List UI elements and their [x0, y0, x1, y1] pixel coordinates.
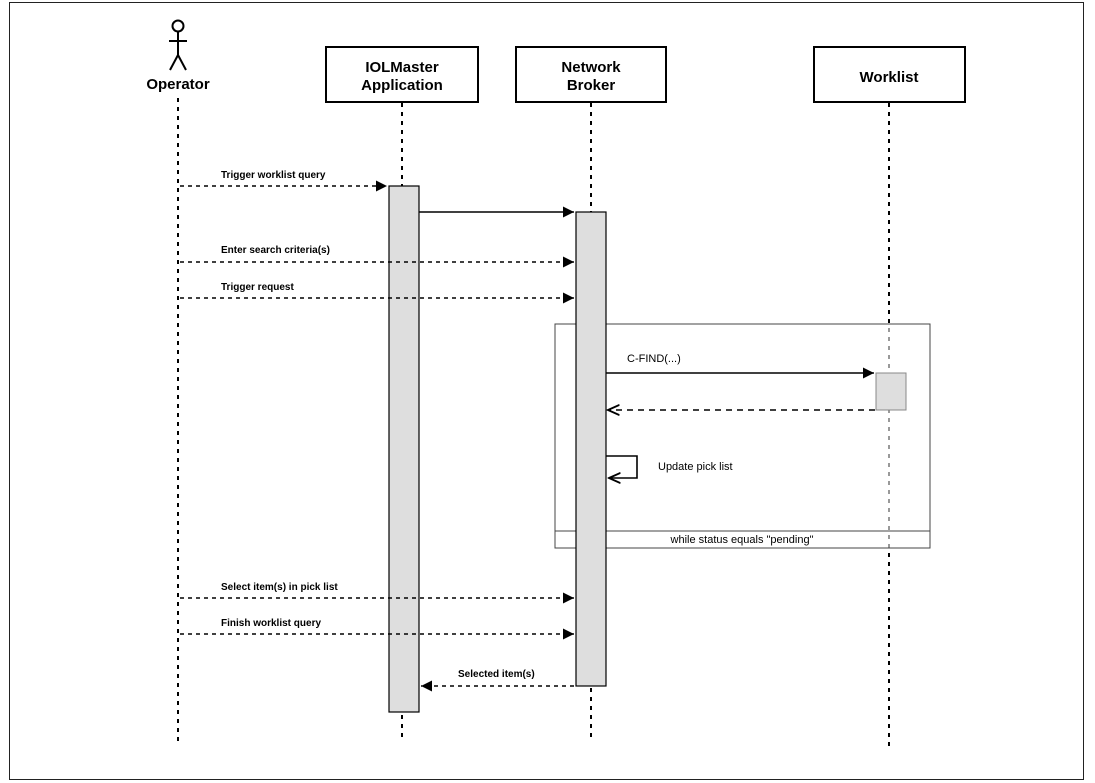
message-selected-items: Selected item(s): [421, 669, 574, 692]
iolmaster-label-line1: IOLMaster: [365, 59, 439, 76]
operator-actor-icon: [169, 19, 187, 71]
worklist-label: Worklist: [860, 69, 919, 86]
msg-label: Select item(s) in pick list: [221, 582, 338, 593]
message-trigger-request: Trigger request: [180, 282, 574, 304]
message-select-items: Select item(s) in pick list: [180, 582, 574, 604]
message-trigger-worklist-query: Trigger worklist query: [180, 170, 387, 192]
msg-label: Finish worklist query: [221, 618, 321, 629]
msg-label: Trigger request: [221, 282, 294, 293]
loop-condition-label: while status equals "pending": [670, 534, 814, 546]
loop-frame: [554, 323, 931, 549]
message-enter-search-criteria: Enter search criteria(s): [180, 245, 574, 268]
msg-label: C-FIND(...): [627, 353, 681, 365]
message-c-find: C-FIND(...): [606, 353, 874, 379]
broker-activation-bar: [575, 211, 607, 687]
operator-label: Operator: [146, 76, 210, 93]
message-finish-worklist-query: Finish worklist query: [180, 618, 574, 640]
iolmaster-activation-bar: [388, 185, 420, 713]
msg-label: Trigger worklist query: [221, 170, 326, 181]
broker-label-line2: Broker: [567, 77, 616, 94]
msg-label: Enter search criteria(s): [221, 245, 330, 256]
participant-network-broker: Network Broker: [515, 46, 667, 103]
broker-label-line1: Network: [561, 59, 621, 76]
message-update-pick-list: Update pick list: [606, 455, 733, 478]
worklist-activation-bar: [875, 372, 907, 411]
participant-worklist: Worklist: [813, 46, 966, 103]
participant-iolmaster: IOLMaster Application: [325, 46, 479, 103]
msg-label: Selected item(s): [458, 669, 535, 680]
msg-label: Update pick list: [658, 461, 733, 473]
iolmaster-label-line2: Application: [361, 77, 443, 94]
